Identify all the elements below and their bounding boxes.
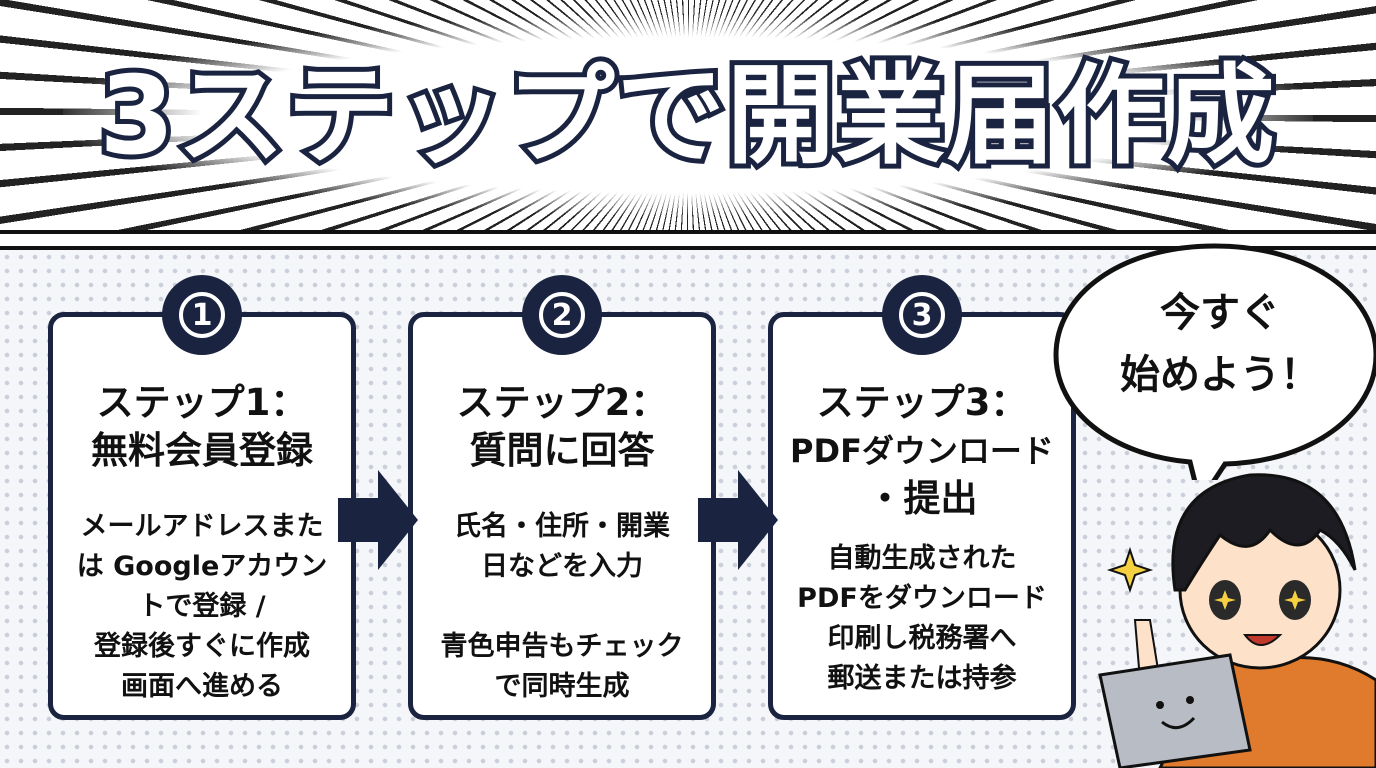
body-line: 画面へ進める <box>121 671 283 702</box>
step-number-badge: 1 <box>162 275 242 355</box>
body-line: 氏名・住所・開業 <box>454 511 670 542</box>
body-line: メールアドレスまた <box>80 511 324 542</box>
step-body: 自動生成された PDFをダウンロード印刷し税務署へ郵送または持参 <box>773 539 1071 699</box>
body-line: 郵送または持参 <box>827 663 1017 694</box>
heading-line: PDFダウンロード <box>790 432 1054 470</box>
speech-bubble <box>1053 243 1376 480</box>
laptop-icon <box>1098 653 1252 768</box>
arrow-right-icon <box>338 470 418 570</box>
body-line: は Googleアカウン <box>76 551 328 582</box>
heading-line: ステップ2： <box>456 381 668 424</box>
body-spacer <box>413 587 711 627</box>
step-card-3: 3 ステップ3： PDFダウンロード・提出 自動生成された PDFをダウンロード印刷… <box>768 275 1076 720</box>
step-card-2: 2 ステップ2： 質問に回答 氏名・住所・開業日などを入力青色申告もチェックで同時… <box>408 275 716 720</box>
step-heading: ステップ2： 質問に回答 <box>413 379 711 475</box>
body-line: で同時生成 <box>494 671 630 702</box>
character-illustration <box>1098 473 1376 768</box>
step-heading: ステップ1： 無料会員登録 <box>53 379 351 475</box>
bubble-text: 今すぐ始めよう！ <box>1085 282 1355 406</box>
sparkle-icon <box>1106 546 1154 594</box>
step-card-1: 1 ステップ1： 無料会員登録 メールアドレスまたは Googleアカウントで登録… <box>48 275 356 720</box>
step-number: 2 <box>539 292 585 338</box>
step-body: メールアドレスまたは Googleアカウントで登録 / 登録後すぐに作成画面へ進め… <box>53 507 351 707</box>
heading-line: ・提出 <box>866 477 978 520</box>
heading-line: 無料会員登録 <box>91 429 313 472</box>
step-number-badge: 3 <box>882 275 962 355</box>
body-line: トで登録 / <box>138 591 266 622</box>
step-heading: ステップ3： PDFダウンロード・提出 <box>773 379 1071 523</box>
heading-line: ステップ1： <box>96 381 308 424</box>
body-line: PDFをダウンロード <box>797 583 1047 614</box>
speed-lines-glow <box>63 15 1313 215</box>
step-number: 3 <box>899 292 945 338</box>
arrow-right-icon <box>698 470 778 570</box>
heading-line: 質問に回答 <box>469 429 655 472</box>
body-line: 青色申告もチェック <box>440 631 684 662</box>
body-line: 登録後すぐに作成 <box>94 631 310 662</box>
title-banner: 3ステップで開業届作成 <box>0 0 1376 234</box>
page-title: 3ステップで開業届作成 <box>94 49 1279 184</box>
body-line: 自動生成された <box>827 543 1017 574</box>
body-line: 日などを入力 <box>481 551 643 582</box>
bubble-line: 始めよう！ <box>1120 352 1320 398</box>
heading-line: ステップ3： <box>816 381 1028 424</box>
bubble-line: 今すぐ <box>1160 290 1280 336</box>
step-body: 氏名・住所・開業日などを入力青色申告もチェックで同時生成 <box>413 507 711 707</box>
step-number: 1 <box>179 292 225 338</box>
body-line: 印刷し税務署へ <box>827 623 1017 654</box>
step-number-badge: 2 <box>522 275 602 355</box>
